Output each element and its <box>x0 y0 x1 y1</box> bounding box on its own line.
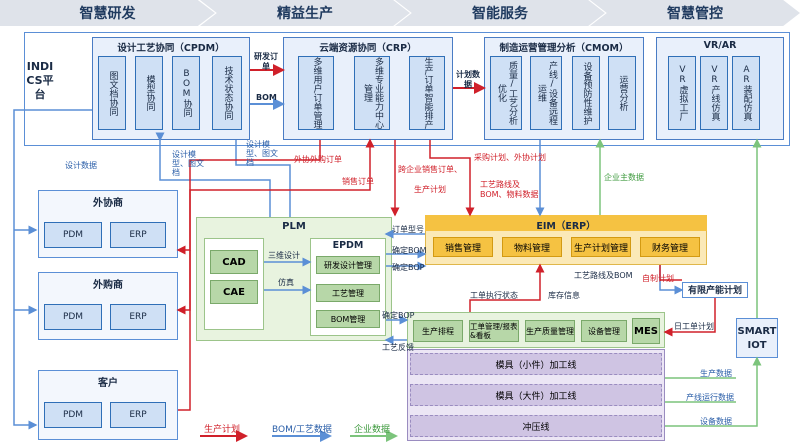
cpdm-item: 模型协同 <box>135 56 163 130</box>
plm-to-cpdm-line <box>155 132 271 217</box>
production-line: 冲压线 <box>410 415 662 437</box>
crp-title: 云端资源协同（CRP） <box>319 43 417 54</box>
vrar-item: AR装配仿真 <box>732 56 760 130</box>
stage-service: 智能服务 <box>395 0 605 26</box>
cpdm-item: 图文档协同 <box>98 56 126 130</box>
sales-order-line <box>178 138 375 411</box>
partner-customer-title: 客户 <box>98 378 118 389</box>
eim-header <box>425 215 707 231</box>
label-design-data: 设计数据 <box>65 161 97 170</box>
mes-item: 设备管理 <box>581 320 627 342</box>
cpdm-item: 技术状态协同 <box>212 56 242 130</box>
label-design-model2: 设计模型、图文档 <box>246 140 278 167</box>
partner-erp: ERP <box>110 304 166 330</box>
label-feedback: 工艺反馈 <box>382 343 414 352</box>
label-sales-order: 销售订单 <box>342 177 374 186</box>
label-prod-plan: 生产计划 <box>414 185 446 194</box>
label-route-bom: 工艺路线及BOM、物料数据 <box>480 180 539 199</box>
vrar-item: VR虚拟工厂 <box>668 56 696 130</box>
vrar-item: VR产线仿真 <box>700 56 728 130</box>
label-dev-order: 研发订单 <box>254 52 278 71</box>
label-order-type: 订单型号 <box>392 225 424 234</box>
legend-bom-data: BOM/工艺数据 <box>272 425 332 435</box>
legend-enterprise-data: 企业数据 <box>354 425 391 435</box>
crp-item: 多维专业能力中心管理 <box>354 56 390 130</box>
cad-tool: CAD <box>210 250 258 274</box>
cmom-item: 运营分析 <box>608 56 636 130</box>
label-equip-data: 设备数据 <box>700 417 732 426</box>
partner-erp: ERP <box>110 222 166 248</box>
cmom-item: 设备预防性维护 <box>572 56 600 130</box>
production-line: 模具（大件）加工线 <box>410 384 662 406</box>
eim-item: 销售管理 <box>433 237 493 257</box>
label-wo-status: 工单执行状态 <box>470 291 518 300</box>
stage-rd: 智慧研发 <box>0 0 215 26</box>
stage-control: 智慧管控 <box>590 0 800 26</box>
cae-tool: CAE <box>210 280 258 304</box>
eim-item: 财务管理 <box>640 237 700 257</box>
cpdm-title: 设计工艺协同（CPDM） <box>117 43 225 54</box>
label-bom: BOM <box>256 93 277 102</box>
label-purchase-plan: 采购计划、外协计划 <box>474 153 546 162</box>
label-self-plan: 自制计划 <box>642 274 674 283</box>
mes-item: 工单管理/报表&看板 <box>469 320 519 342</box>
label-daily-plan: 日工单计划 <box>674 322 714 331</box>
cmom-title: 制造运营管理分析（CMOM） <box>499 43 629 54</box>
label-line-status: 产线运行数据 <box>686 393 734 402</box>
epdm-item: 研发设计管理 <box>316 256 380 274</box>
label-outsource-order: 外协外购订单 <box>294 155 342 164</box>
cmom-item: 质量/工艺分析优化 <box>490 56 522 130</box>
cpdm-item: BOM协同 <box>172 56 200 130</box>
label-prod-data: 生产数据 <box>700 369 732 378</box>
label-cross-sales: 跨企业销售订单、 <box>398 165 462 174</box>
epdm-title: EPDM <box>332 240 364 251</box>
label-route-bom2: 工艺路线及BOM <box>574 271 633 280</box>
cmom-item: 产线/设备远程运维 <box>530 56 562 130</box>
legend-prod-plan: 生产计划 <box>204 425 241 435</box>
eim-item: 物料管理 <box>502 237 562 257</box>
partner-outsource-title: 外协商 <box>93 198 123 209</box>
label-confirm-bop2: 确定BOP <box>382 311 415 320</box>
label-enterprise-master: 企业主数据 <box>604 173 644 182</box>
crp-item: 多维用户订单管理 <box>298 56 334 130</box>
mes-title: MES <box>632 318 660 344</box>
epdm-item: BOM管理 <box>316 310 380 328</box>
label-confirm-bom: 确定BOM <box>392 246 427 255</box>
outsource-order-line <box>176 250 191 315</box>
indics-platform-label: INDICS平台 <box>26 60 54 101</box>
crp-item: 生产订单智能排产 <box>409 56 445 130</box>
production-line: 模具（小件）加工线 <box>410 353 662 375</box>
outsource-order-line <box>176 140 321 255</box>
eim-title: EIM（ERP） <box>536 221 596 232</box>
epdm-item: 工艺管理 <box>316 284 380 302</box>
daily-plan-line <box>663 298 716 337</box>
design-data-line <box>13 109 92 430</box>
label-confirm-bop: 确定BOP <box>392 263 425 272</box>
mes-item: 生产排程 <box>413 320 463 342</box>
purchase-plan-line <box>429 140 475 217</box>
stage-lean: 精益生产 <box>200 0 410 26</box>
eim-item: 生产计划管理 <box>571 237 631 257</box>
mes-item: 生产质量管理 <box>525 320 575 342</box>
partner-pdm: PDM <box>44 222 102 248</box>
label-plan-data: 计划数据 <box>456 70 480 89</box>
partner-purchase-title: 外购商 <box>93 280 123 291</box>
self-plan-line <box>659 265 682 281</box>
plm-title: PLM <box>282 221 306 232</box>
vrar-title: VR/AR <box>703 40 737 51</box>
equip-data-line <box>665 356 762 427</box>
label-sim: 仿真 <box>278 278 294 287</box>
wo-status-line <box>469 263 545 312</box>
partner-pdm: PDM <box>44 304 102 330</box>
plm-to-cpdm-line <box>235 140 291 217</box>
label-three-d: 三维设计 <box>268 251 300 260</box>
partner-pdm: PDM <box>44 402 102 428</box>
partner-erp: ERP <box>110 402 166 428</box>
label-design-model: 设计模型、图文档 <box>172 150 204 177</box>
label-stock-info: 库存信息 <box>548 291 580 300</box>
